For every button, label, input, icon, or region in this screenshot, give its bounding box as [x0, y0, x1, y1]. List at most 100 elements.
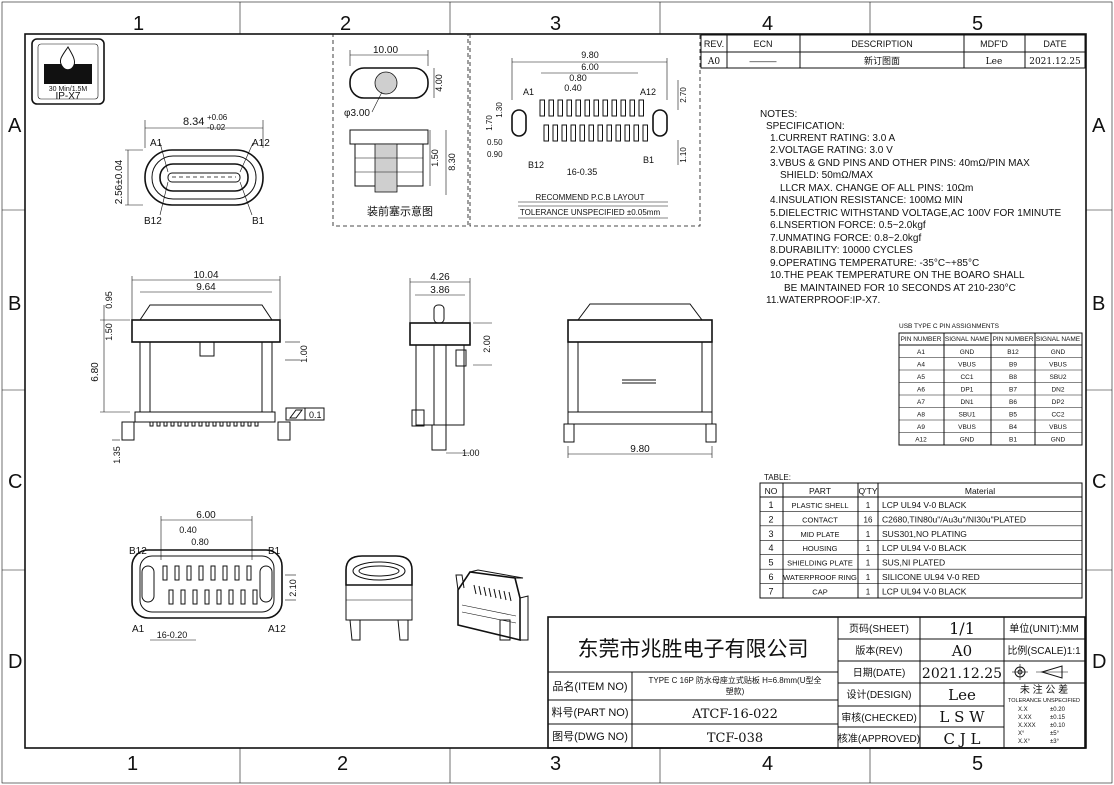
side-w2: 9.64: [196, 282, 216, 293]
end-w1: 4.26: [430, 272, 450, 283]
flatness-icon: [289, 409, 303, 419]
tolerance-title: 未 注 公 差: [1020, 683, 1068, 696]
bottom-pin-bottom: [216, 589, 222, 605]
bom-cell-part: HOUSING: [802, 544, 837, 553]
iso-pin: [493, 588, 497, 599]
bom-cell-no: 5: [768, 558, 773, 568]
side-h1: 0.95: [104, 291, 114, 309]
rev-label: 版本(REV): [855, 644, 902, 657]
pin-table-cell: SBU2: [1050, 374, 1067, 381]
bottom-pin-bottom: [204, 589, 210, 605]
bottom-h1: 2.10: [288, 579, 298, 597]
pin-table-cell: A5: [917, 374, 925, 381]
bottom-w1: 6.00: [196, 510, 216, 521]
front-width: 8.34: [183, 116, 204, 128]
iso-pin: [473, 584, 477, 595]
logo-line-2: IP-X7: [55, 91, 80, 102]
pin-header-1: PIN NUMBER: [901, 336, 942, 343]
pcb-pad-top: [611, 99, 617, 117]
mount-caption: 装前塞示意图: [367, 204, 433, 218]
note-line: LLCR MAX. CHANGE OF ALL PINS: 10Ωm: [780, 183, 973, 194]
note-line: 11.WATERPROOF:IP-X7.: [766, 295, 880, 306]
iso-view-2: [455, 569, 529, 642]
projection-symbol-icon: [1012, 664, 1068, 680]
pin-table-title: USB TYPE C PIN ASSIGNMENTS: [899, 323, 1000, 330]
tolerance-value: ±0.15: [1050, 715, 1066, 721]
note-line: 4.INSULATION RESISTANCE: 100MΩ MIN: [770, 195, 963, 206]
item-value-1: TYPE C 16P 防水母座立式贴板 H=6.8mm(U型全: [649, 675, 822, 685]
pcb-pad-bottom: [642, 124, 648, 142]
bottom-a1: A1: [132, 624, 145, 635]
pin-table-cell: A7: [917, 399, 925, 406]
zone-top-3: 3: [550, 13, 561, 35]
bom-header-qty: Q'TY: [858, 486, 877, 496]
pcb-pad-top: [566, 99, 572, 117]
zone-right-d: D: [1092, 651, 1106, 673]
ecn-value: ———: [750, 56, 777, 66]
tolerance-subtitle: TOLERANCE UNSPECIFIED: [1008, 698, 1080, 704]
zone-bottom-2: 2: [337, 753, 348, 775]
side-w1: 10.04: [193, 270, 218, 281]
bottom-pin-bottom: [168, 589, 174, 605]
note-line: 6.LNSERTION FORCE: 0.5~2.0kgf: [770, 220, 926, 231]
bottom-pin-top: [186, 565, 192, 581]
bom-cell-no: 1: [768, 500, 773, 510]
ecn-header: ECN: [753, 39, 772, 49]
pcb-pad-bottom: [561, 124, 567, 142]
side-h2: 1.50: [104, 323, 114, 341]
bom-header-no: NO: [765, 486, 778, 496]
bom-header-material: Material: [965, 486, 995, 496]
pcb-pad-bottom: [543, 124, 549, 142]
pin-table-cell: SBU1: [959, 412, 976, 419]
note-line: 3.VBUS & GND PINS AND OTHER PINS: 40mΩ/P…: [770, 158, 1030, 169]
bottom-w3: 0.80: [191, 537, 209, 547]
note-line: 2.VOLTAGE RATING: 3.0 V: [770, 145, 893, 156]
bottom-pin-top: [198, 565, 204, 581]
pin-table-cell: VBUS: [958, 424, 976, 431]
notes-title: NOTES:: [760, 109, 797, 120]
tolerance-key: X°: [1018, 731, 1025, 737]
side-pin: [226, 421, 231, 427]
end-h1: 2.00: [482, 335, 492, 353]
zone-left-d: D: [8, 651, 22, 673]
date-label: 日期(DATE): [853, 667, 906, 679]
side-pin: [219, 421, 224, 427]
bom-cell-material: LCP UL94 V-0 BLACK: [882, 543, 967, 553]
pin-header-3: PIN NUMBER: [993, 336, 1034, 343]
pcb-pad-top: [602, 99, 608, 117]
mount-h2: 1.50: [430, 149, 440, 167]
mounting-view: 10.00 φ3.00 4.00 1.50 8.30 装前塞示意图: [332, 33, 469, 227]
pcb-v3: 0.50: [487, 138, 503, 147]
end-h2: 1.00: [462, 448, 480, 458]
zone-top-5: 5: [972, 13, 983, 35]
pcb-b1: B1: [643, 155, 654, 165]
bom-cell-qty: 1: [866, 559, 871, 568]
side-flat: 0.1: [309, 410, 322, 420]
bom-cell-part: SHIELDING PLATE: [787, 559, 853, 568]
bom-cell-qty: 1: [866, 501, 871, 510]
tolerance-value: ±0.20: [1050, 707, 1066, 713]
pin-table-cell: A6: [917, 387, 925, 394]
side-view: 10.04 9.64 0.95 1.50 6.80 1.00 1.35 0.1: [90, 270, 325, 464]
iso-pin: [508, 591, 512, 602]
mdfd-header: MDF'D: [980, 39, 1008, 49]
side-h5: 1.35: [112, 446, 122, 464]
pin-table-cell: DN2: [1051, 387, 1064, 394]
ip-x7-logo: 30 Min/1.5M IP-X7: [31, 38, 105, 105]
iso-pin: [503, 590, 507, 601]
rev-header: REV.: [704, 39, 724, 49]
notes-block: NOTES: SPECIFICATION: 1.CURRENT RATING: …: [760, 109, 1061, 306]
pcb-pad-bottom: [633, 124, 639, 142]
pcb-v6: 1.10: [679, 147, 688, 163]
side-pin: [163, 421, 168, 427]
note-line: BE MAINTAINED FOR 10 SECONDS AT 210-230°…: [784, 283, 1016, 294]
bottom-view: 6.00 0.40 0.80 B12 B1 A1 A12 2.10 16-0.2…: [129, 510, 298, 641]
pin-table-cell: B8: [1009, 374, 1017, 381]
bom-cell-part: PLASTIC SHELL: [791, 501, 848, 510]
rear-width: 9.80: [630, 444, 650, 455]
pcb-w1: 9.80: [581, 50, 599, 60]
pcb-w3: 0.80: [569, 73, 587, 83]
pcb-layout-view: 9.80 6.00 0.80 0.40 A1 A12 B12 B1 1.30 1…: [469, 33, 701, 227]
